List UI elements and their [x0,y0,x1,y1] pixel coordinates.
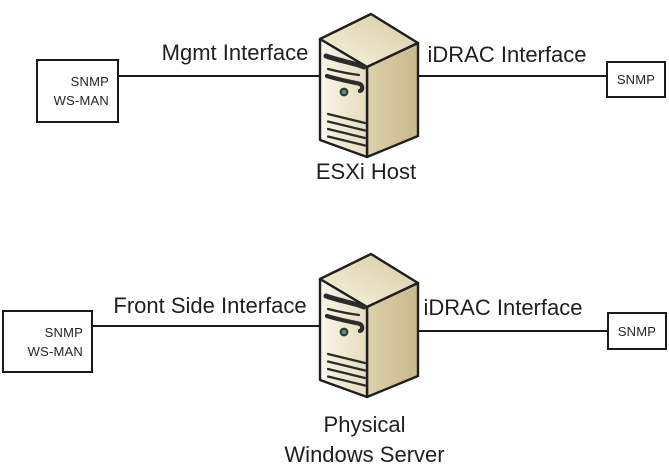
server-label-physical-windows: Physical Windows Server [278,410,451,470]
protocol-label: WS-MAN [53,93,109,108]
protocol-label: WS-MAN [27,343,83,359]
protocol-label: SNMP [70,74,109,89]
server-tower-icon [314,251,420,400]
connector-line-bottom-left [91,325,350,327]
snmp-wsman-node-bottom: SNMP WS-MAN [2,310,93,373]
server-label-esxi-host: ESXi Host [315,159,417,184]
protocol-label: SNMP [617,323,657,339]
snmp-wsman-node-top: SNMP WS-MAN [36,59,119,123]
server-tower-icon [314,11,420,160]
link-label-idrac-interface-top: iDRAC Interface [427,42,587,67]
link-label-mgmt-interface: Mgmt Interface [161,40,309,65]
link-label-front-side-interface: Front Side Interface [113,293,307,318]
connector-line-bottom-right [400,330,609,332]
server-label-line1: Physical [323,412,406,437]
protocol-label: SNMP [616,72,656,87]
snmp-node-bottom: SNMP [607,312,667,350]
snmp-node-top: SNMP [606,61,666,98]
server-label-line2: Windows Server [284,442,445,467]
protocol-label: SNMP [44,324,83,340]
link-label-idrac-interface-bottom: iDRAC Interface [423,295,583,320]
